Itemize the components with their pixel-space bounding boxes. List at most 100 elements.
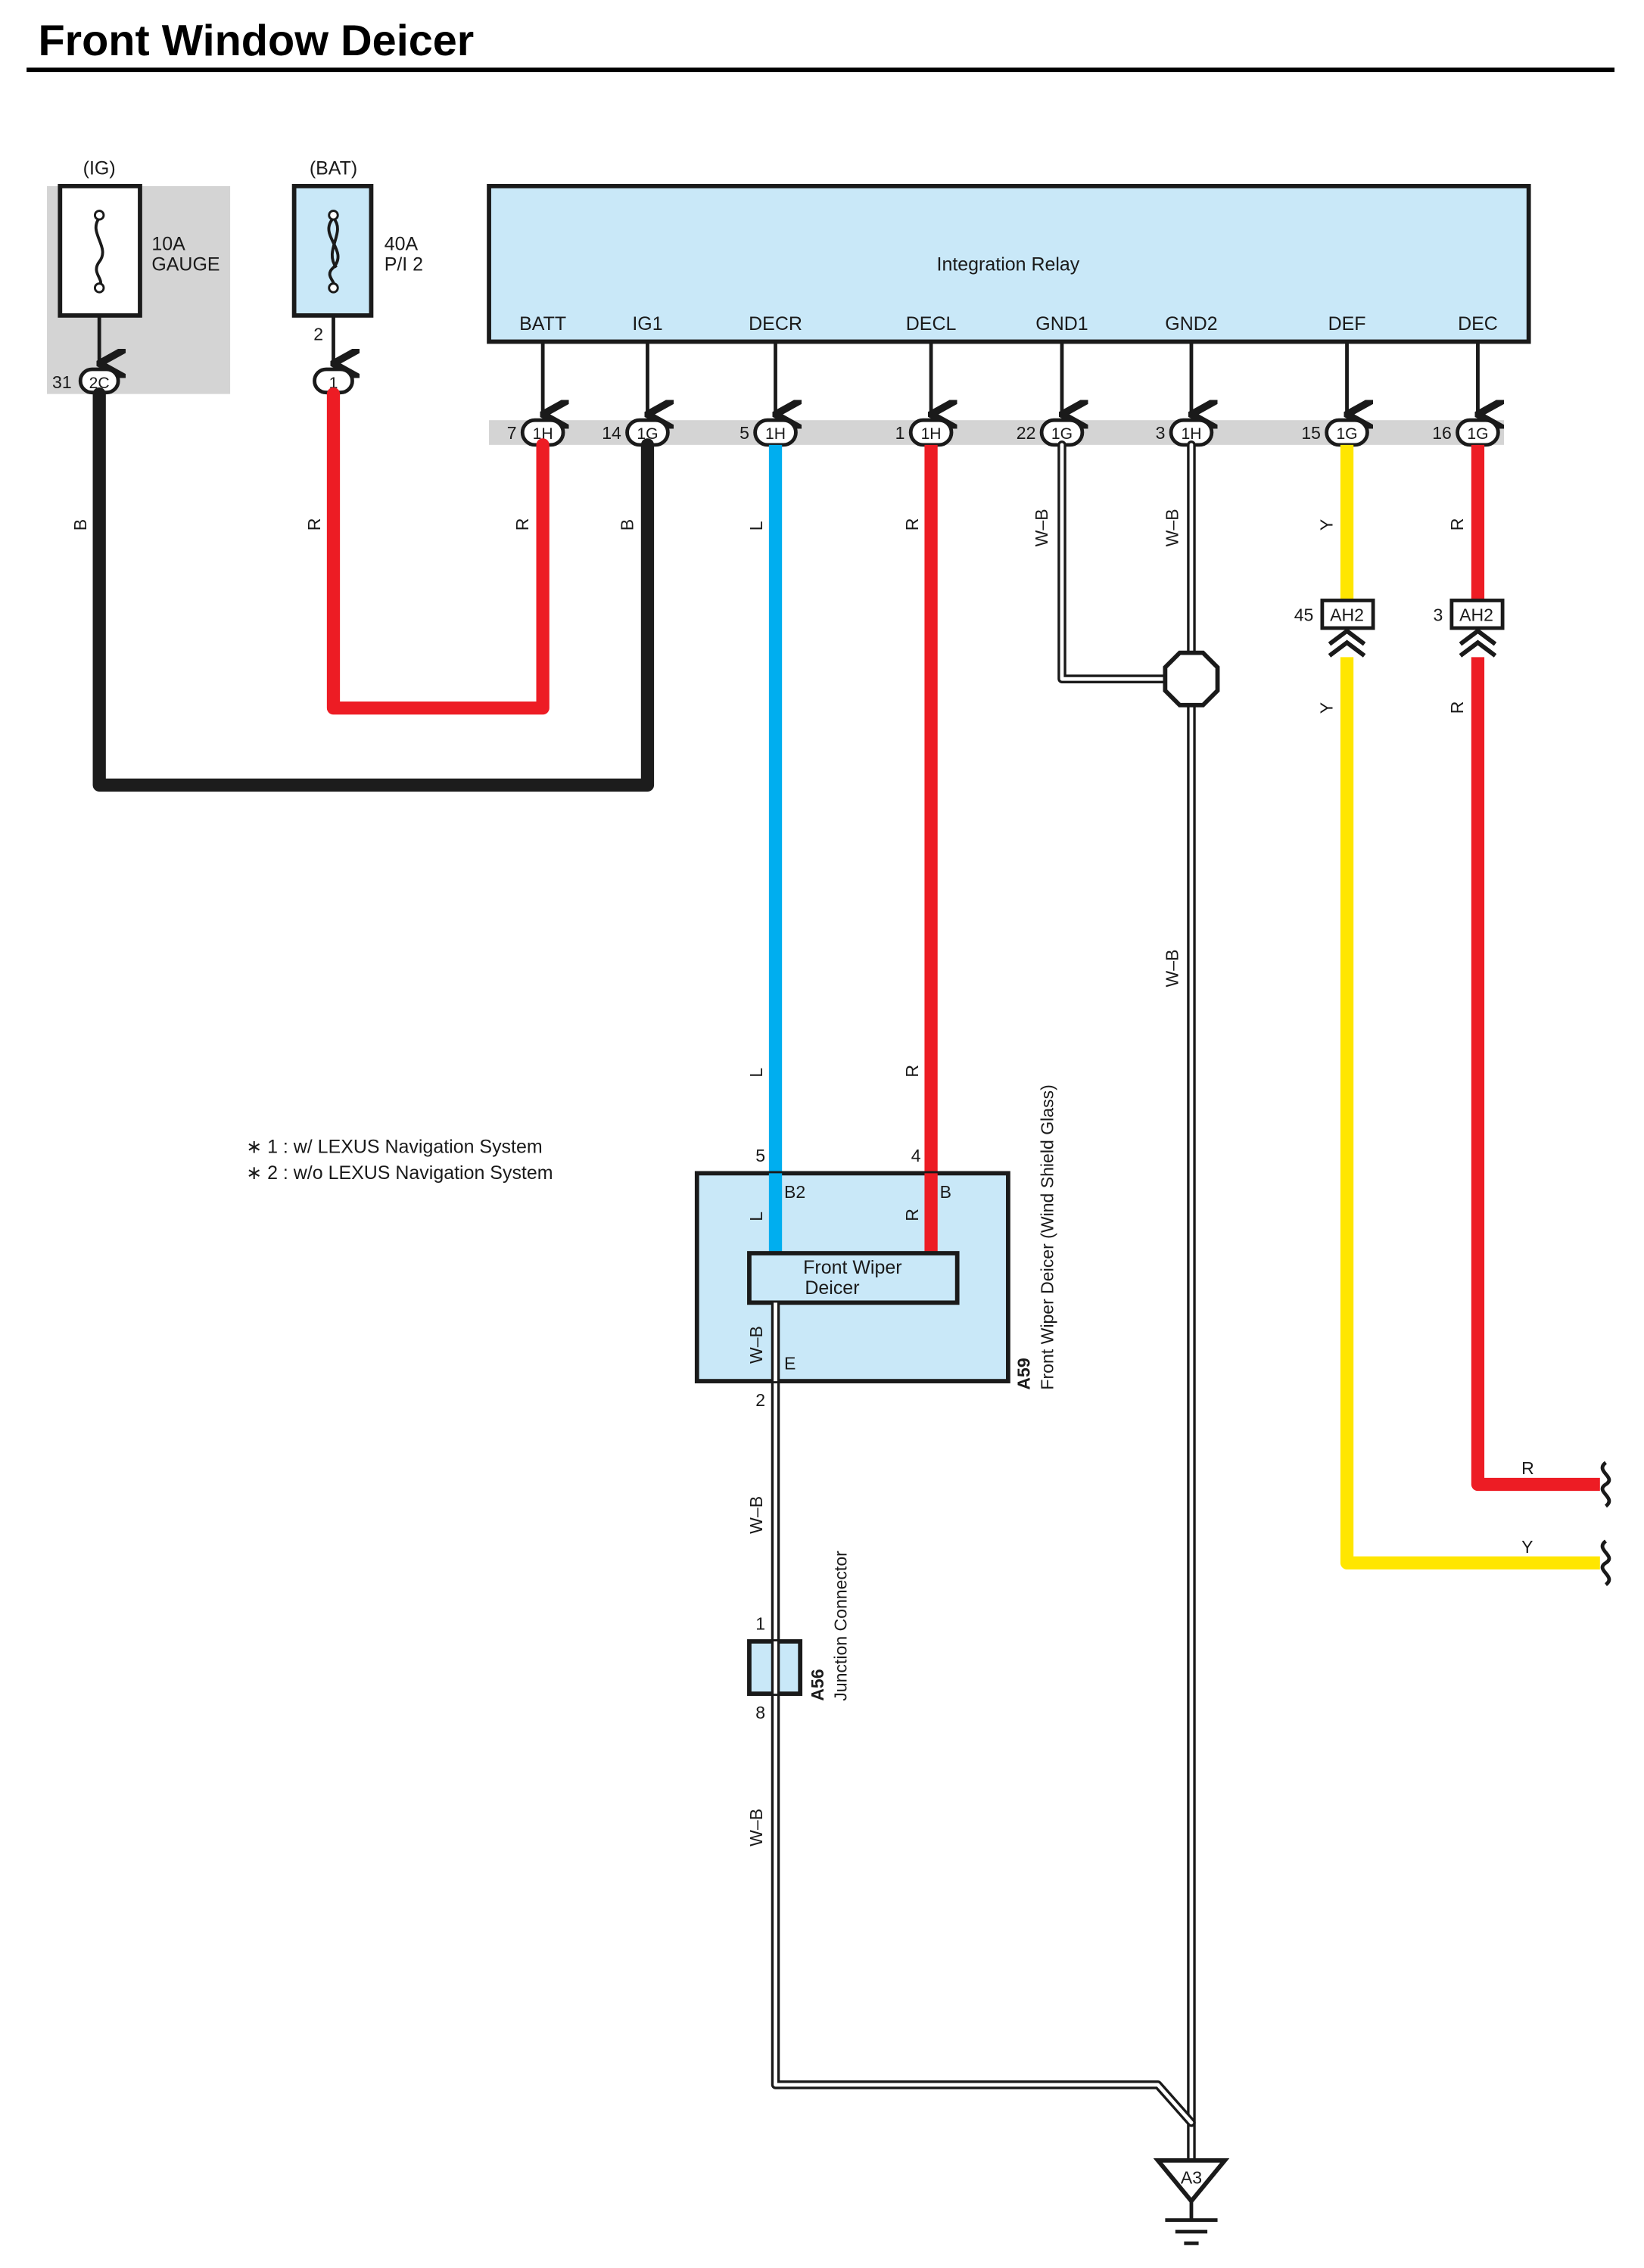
wire-b-ig1 <box>92 387 655 792</box>
inline-connector-def: AH2 45 <box>1294 599 1375 658</box>
fuse-ig: (IG) 10A GAUGE 2C 31 <box>47 158 231 395</box>
wire-label-r-batt: R <box>512 518 532 531</box>
relay-connector-pin: 3 <box>1156 423 1166 443</box>
deicer-label-l-inside: L <box>746 1212 766 1221</box>
ground-id: A3 <box>1181 2168 1202 2188</box>
wire-r-batt <box>326 387 550 715</box>
deicer-label-b: B <box>940 1182 951 1202</box>
wire-label-b-ig: B <box>70 519 90 530</box>
wire-label-l-decr: L <box>746 521 766 530</box>
fuse-ig-rating: 10A <box>151 233 185 254</box>
ground-triangle <box>1153 2158 1230 2205</box>
relay-terminal-gnd1: GND1 <box>1035 313 1088 334</box>
relay-terminal-decl: DECL <box>906 313 957 334</box>
wire-label-r-decl: R <box>902 518 922 531</box>
junction-pin-top: 1 <box>755 1614 765 1634</box>
wire-wb-deicer-ground <box>771 1296 1196 2127</box>
relay-terminal-gnd2: GND2 <box>1165 313 1217 334</box>
deicer-code: A59 <box>1014 1358 1034 1389</box>
fuse-ig-connector-pin: 31 <box>52 372 72 392</box>
wires <box>92 387 1600 2165</box>
wire-label-wb-gnd2: W–B <box>1163 509 1182 546</box>
inline-dec-pin: 3 <box>1434 605 1443 624</box>
relay-terminal-dec: DEC <box>1458 313 1498 334</box>
fuse-ig-element-icon <box>94 216 104 288</box>
relay-connector-id: 1H <box>533 425 553 443</box>
relay-connector-oval <box>908 418 954 447</box>
relay-name: Integration Relay <box>937 254 1080 275</box>
relay-connector-id: 1H <box>1181 425 1201 443</box>
deicer-pin-b: 4 <box>911 1146 921 1165</box>
wire-break-r-icon <box>1600 1461 1611 1508</box>
wire-r-dec-lower <box>1471 657 1600 1492</box>
relay-terminal-labels: BATT IG1 DECR DECL GND1 GND2 DEF DEC <box>519 313 1498 334</box>
relay-terminal-ig1: IG1 <box>632 313 662 334</box>
relay-connector-pin: 14 <box>602 423 621 443</box>
ground-a3: A3 <box>1153 2158 1230 2245</box>
deicer-pin-b2: 5 <box>755 1146 765 1165</box>
splice-point <box>1163 650 1220 708</box>
relay-connector-pin: 22 <box>1017 423 1036 443</box>
relay-connector-pin: 5 <box>739 423 749 443</box>
deicer-label-wb-inside: W–B <box>746 1326 766 1364</box>
relay-terminal-batt: BATT <box>519 313 566 334</box>
wire-label-y-def-lower: Y <box>1316 702 1336 714</box>
relay-connector-oval <box>1456 418 1500 447</box>
relay-connectors: 1H 7 1G 14 1H 5 1H 1 1G 22 1H 3 1G 15 1G 16 <box>507 341 1500 447</box>
fuse-bat-name: P/I 2 <box>385 254 423 275</box>
inline-dec-id: AH2 <box>1459 605 1493 624</box>
relay-connector-id: 1G <box>1051 425 1073 443</box>
relay-connector-id: 1G <box>637 425 658 443</box>
wire-label-wb-gnd2-mid: W–B <box>1163 950 1182 988</box>
wire-y-def-lower <box>1340 657 1600 1570</box>
relay-connector-pin: 15 <box>1301 423 1321 443</box>
relay-connector-id: 1G <box>1467 425 1488 443</box>
relay-terminal-decr: DECR <box>749 313 802 334</box>
wire-color-labels: B R R B L R W–B W–B Y R Y R W–B L R W–B … <box>70 509 1534 1846</box>
relay-connector-oval <box>1325 418 1369 447</box>
relay-terminal-def: DEF <box>1328 313 1366 334</box>
inline-def-id: AH2 <box>1330 605 1364 624</box>
inline-connector-dec: AH2 3 <box>1434 599 1505 658</box>
fuse-ig-box <box>58 184 142 318</box>
wire-label-r-dec: R <box>1447 518 1467 531</box>
wire-label-r-dec-lower: R <box>1447 702 1467 714</box>
relay-box <box>487 184 1531 344</box>
fuse-ig-name: GAUGE <box>151 254 220 275</box>
wire-break-y-icon <box>1600 1539 1611 1586</box>
integration-relay: Integration Relay BATT IG1 DECR DECL GND1 GND… <box>487 184 1531 344</box>
fuse-bat: (BAT) 40A P/I 2 2 1 <box>291 158 423 395</box>
front-wiper-deicer: Front Wiper Deicer 5 B2 4 B E 2 L R W–B … <box>694 1084 1057 1410</box>
note-1: ∗ 1 : w/ LEXUS Navigation System <box>246 1136 542 1157</box>
relay-connector-id: 1H <box>921 425 942 443</box>
wire-label-r-right: R <box>1521 1458 1534 1478</box>
inline-def-pin: 45 <box>1294 605 1314 624</box>
deicer-element-box <box>747 1251 960 1305</box>
fuse-bat-pin: 2 <box>313 325 323 344</box>
wire-label-b-ig1: B <box>617 519 637 530</box>
wire-label-wb-junction-out: W–B <box>746 1809 766 1846</box>
wire-label-r-bat: R <box>304 518 324 531</box>
relay-connector-pin: 1 <box>895 423 905 443</box>
deicer-label-b2: B2 <box>784 1182 805 1202</box>
fuse-ig-connector-id: 2C <box>89 375 110 392</box>
fuse-bat-source: (BAT) <box>310 158 357 179</box>
relay-connector-id: 1G <box>1336 425 1357 443</box>
junction-connector: 1 8 A56 Junction Connector <box>747 1551 851 1722</box>
fuse-bat-element-icon <box>327 216 340 289</box>
relay-connector-id: 1H <box>765 425 786 443</box>
deicer-label-e: E <box>784 1354 796 1374</box>
wire-wb-gnd1 <box>1057 440 1196 683</box>
wire-label-wb-deicer-out: W–B <box>746 1496 766 1534</box>
note-2: ∗ 2 : w/o LEXUS Navigation System <box>246 1162 553 1184</box>
relay-connector-pin: 7 <box>507 423 517 443</box>
fuse-bat-rating: 40A <box>385 233 419 254</box>
fuse-ig-source: (IG) <box>83 158 116 179</box>
junction-code: A56 <box>808 1669 827 1700</box>
deicer-pin-e: 2 <box>755 1390 765 1410</box>
relay-connector-pin: 16 <box>1432 423 1452 443</box>
deicer-label-r-inside: R <box>902 1209 922 1221</box>
wire-label-l-lower: L <box>746 1068 766 1078</box>
deicer-inner-label-1: Front Wiper <box>803 1257 901 1278</box>
